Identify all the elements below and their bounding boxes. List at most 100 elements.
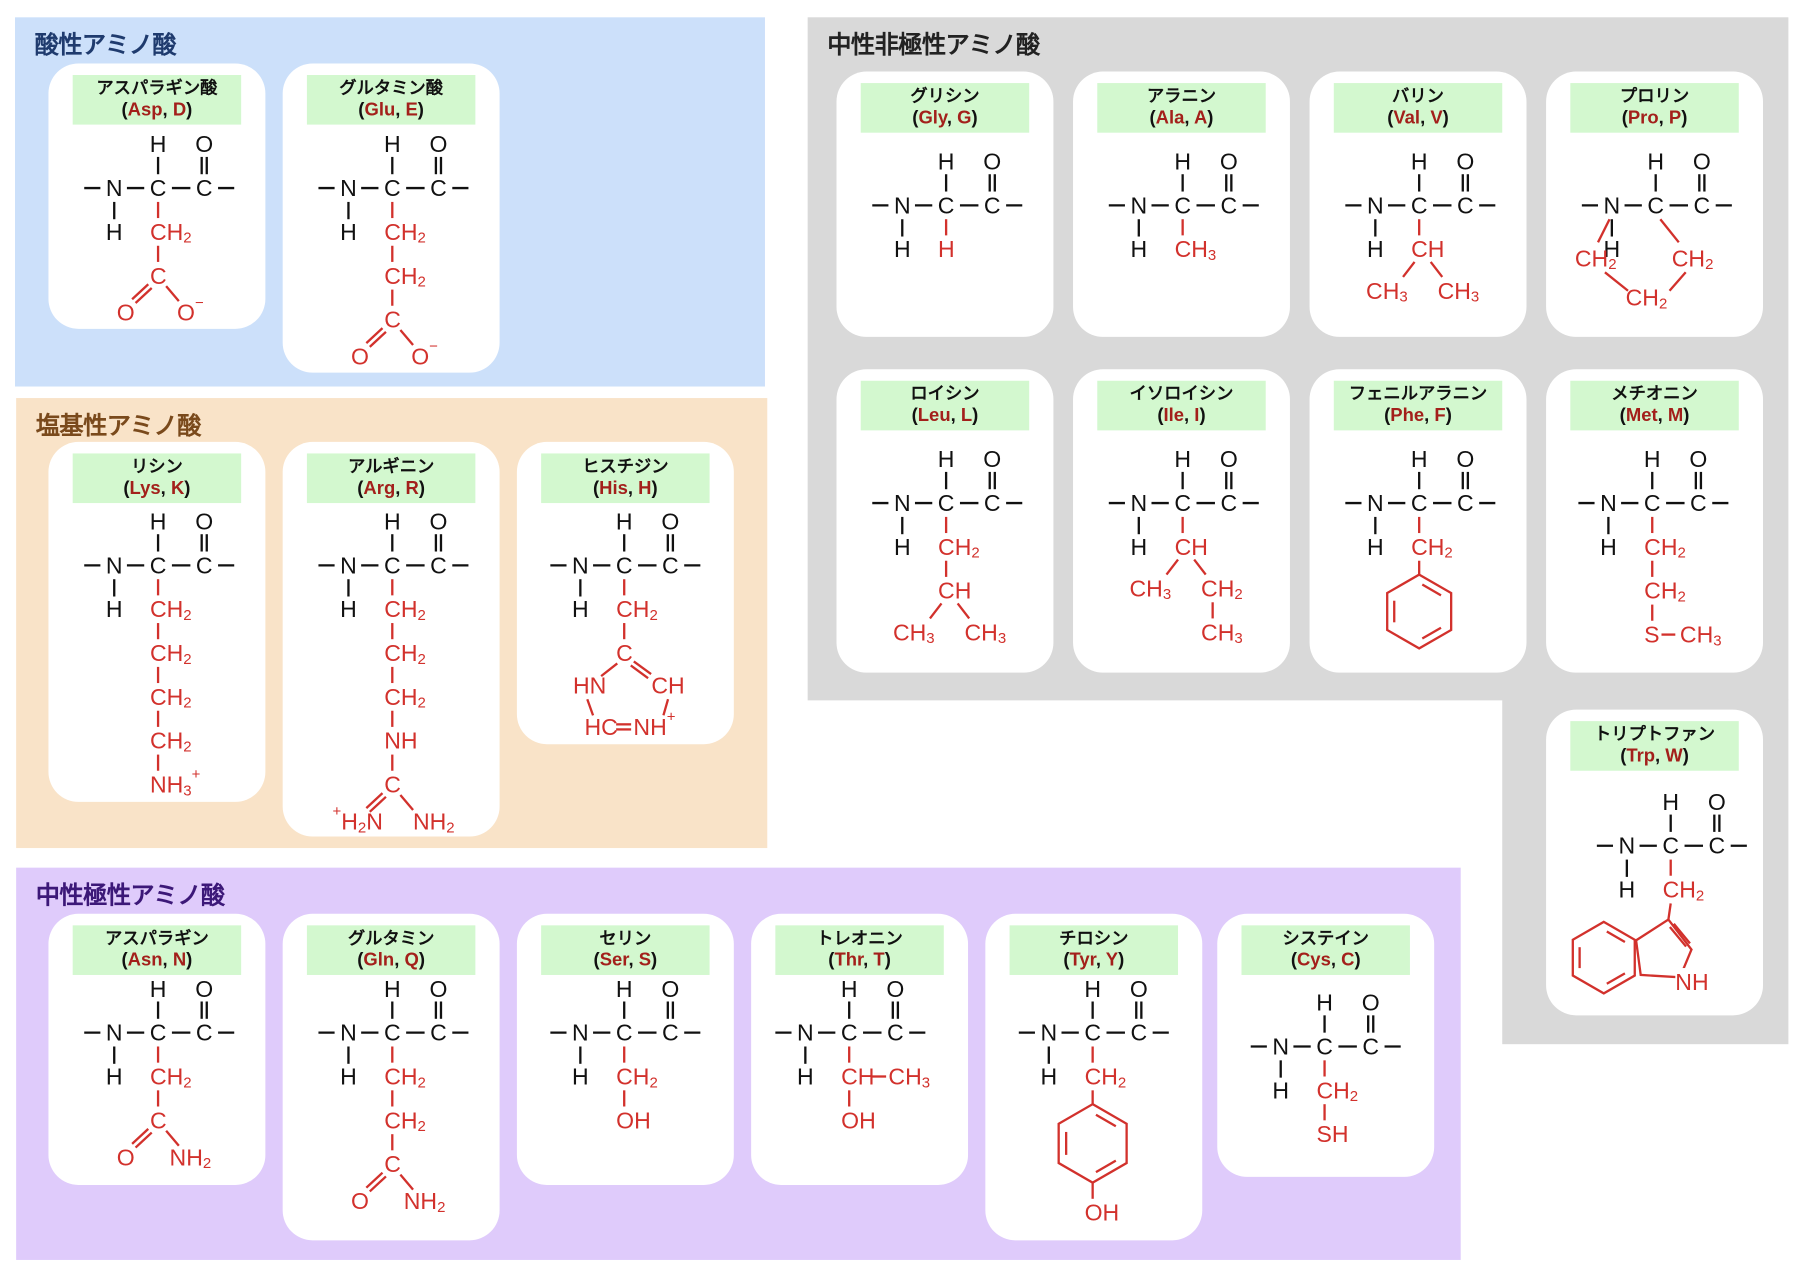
sidechain-group: CH2 <box>1663 877 1705 904</box>
sidechain-group: O− <box>411 338 438 370</box>
double-bond <box>1672 923 1691 945</box>
three-letter-code: Pro <box>1627 108 1659 129</box>
ring-double-bond <box>1606 930 1626 943</box>
three-letter-code: Cys <box>1296 950 1331 971</box>
amino-acid-abbreviation: (Gln, Q) <box>357 950 425 971</box>
amino-acid-name: システイン <box>1282 927 1369 949</box>
double-bond <box>365 792 384 809</box>
amide-hydrogen: H <box>797 1063 814 1089</box>
sidechain-group: NH <box>384 728 417 754</box>
carbonyl-carbon: C <box>1457 192 1474 218</box>
amide-hydrogen: H <box>106 1063 123 1089</box>
amino-acid-label: アスパラギン酸 (Asp, D) <box>72 74 242 125</box>
amino-acid-label: トレオニン (Thr, T) <box>775 925 944 975</box>
bond <box>1193 558 1207 576</box>
carbonyl-oxygen: O <box>1689 446 1707 472</box>
carbonyl-carbon: C <box>1457 490 1474 516</box>
alpha-hydrogen: H <box>384 976 401 1002</box>
carbonyl-carbon: C <box>887 1020 904 1046</box>
amino-acid-label: システイン (Cys, C) <box>1241 925 1410 975</box>
amide-hydrogen: H <box>106 596 123 622</box>
carbonyl-oxygen: O <box>661 509 679 535</box>
sidechain-group: CH3 <box>1366 278 1408 305</box>
amide-hydrogen: H <box>894 534 911 560</box>
alpha-hydrogen: H <box>1084 976 1101 1002</box>
amino-acid-name: アスパラギン酸 <box>96 77 218 99</box>
carbonyl-oxygen: O <box>1693 149 1711 175</box>
amide-hydrogen: H <box>1619 877 1636 903</box>
carbonyl-oxygen: O <box>1456 149 1474 175</box>
carbonyl-carbon: C <box>1130 1020 1147 1046</box>
sidechain-group: CH2 <box>384 263 426 290</box>
bond <box>956 602 971 620</box>
amino-acid-name: トリプトファン <box>1593 723 1716 745</box>
three-letter-code: Phe <box>1390 406 1425 426</box>
one-letter-code: D <box>172 100 187 120</box>
amide-nitrogen: N <box>894 490 911 516</box>
sidechain-group: NH <box>1675 969 1708 995</box>
carbonyl-oxygen: O <box>195 509 213 535</box>
alpha-hydrogen: H <box>1316 990 1333 1016</box>
one-letter-code: A <box>1193 108 1208 129</box>
carbonyl-carbon: C <box>430 552 447 578</box>
bond <box>1429 261 1444 278</box>
carbonyl-oxygen: O <box>1708 789 1726 815</box>
amino-acid-label: リシン (Lys, K) <box>72 453 242 504</box>
sidechain-group: OH <box>1085 1200 1120 1226</box>
carbonyl-carbon: C <box>196 175 213 201</box>
carbonyl-carbon: C <box>196 552 213 578</box>
sidechain-group: HN <box>573 672 606 698</box>
amide-hydrogen: H <box>1130 534 1147 560</box>
one-letter-code: F <box>1434 406 1446 426</box>
nonpolar-title: 中性非極性アミノ酸 <box>827 31 1040 59</box>
sidechain-group: CH3 <box>1201 619 1243 646</box>
sidechain-group: NH3+ <box>150 766 201 799</box>
sidechain-group: CH3 <box>1175 236 1217 263</box>
amino-acid-label: グリシン (Gly, G) <box>860 83 1030 133</box>
amino-acid-label: イソロイシン (Ile, I) <box>1097 380 1266 431</box>
amino-acid-name: アスパラギン <box>104 927 209 949</box>
amide-hydrogen: H <box>340 219 357 245</box>
amino-acid-name: メチオニン <box>1611 383 1698 404</box>
amino-acid-label: アラニン (Ala, A) <box>1097 83 1266 133</box>
alpha-carbon: C <box>1411 490 1428 516</box>
amide-hydrogen: H <box>1040 1063 1057 1089</box>
alpha-hydrogen: H <box>1174 446 1191 472</box>
three-letter-code: Thr <box>834 950 864 971</box>
sidechain-group: C <box>150 263 167 289</box>
amino-acid-abbreviation: (Gly, G) <box>912 108 978 129</box>
amide-hydrogen: H <box>340 596 357 622</box>
sidechain-group: SH <box>1316 1121 1348 1147</box>
amide-nitrogen: N <box>1130 490 1147 516</box>
amino-acid-label: トリプトファン (Trp, W) <box>1570 721 1739 771</box>
amino-acid-name: ロイシン <box>910 383 980 404</box>
three-letter-code: Val <box>1393 108 1421 129</box>
sidechain-group: CH2 <box>1644 578 1686 605</box>
amino-acid-name: グルタミン <box>347 927 435 949</box>
sidechain-group: CH <box>1175 534 1208 560</box>
alpha-hydrogen: H <box>1644 446 1661 472</box>
carbonyl-oxygen: O <box>1220 149 1238 175</box>
carbonyl-carbon: C <box>430 1020 447 1046</box>
bond <box>165 285 180 302</box>
alpha-carbon: C <box>616 1020 633 1046</box>
sidechain-group: CH2 <box>384 640 426 667</box>
carbonyl-carbon: C <box>662 1020 679 1046</box>
amino-acid-abbreviation: (Phe, F) <box>1384 406 1452 426</box>
sidechain-group: CH2 <box>384 1063 426 1090</box>
alpha-carbon: C <box>1647 192 1664 218</box>
